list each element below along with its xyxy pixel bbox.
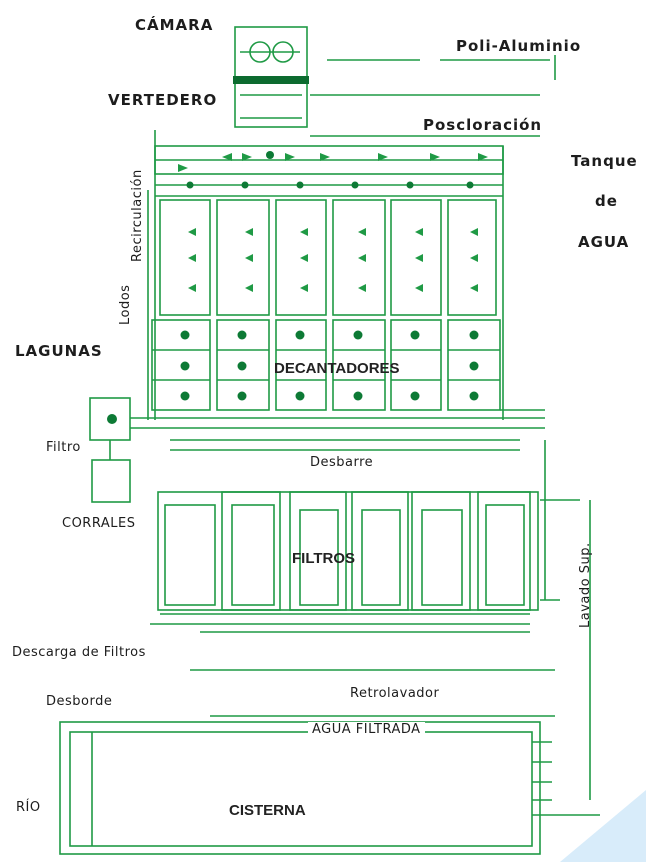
label-lavado-sup: Lavado Sup. [578, 542, 593, 628]
settler-columns [159, 199, 497, 316]
label-poli-aluminio: Poli-Aluminio [456, 37, 582, 55]
cisterna-outer [59, 721, 541, 855]
label-de: de [595, 192, 618, 210]
label-recirculacion: Recirculación [130, 169, 145, 262]
label-agua: AGUA [578, 233, 630, 251]
label-tanque: Tanque [571, 152, 638, 170]
settler-cells [151, 319, 501, 411]
label-vertedero: VERTEDERO [108, 91, 218, 109]
label-retrolavador: Retrolavador [350, 686, 440, 701]
label-poscloracion: Poscloración [423, 116, 543, 134]
label-cisterna: CISTERNA [229, 802, 306, 819]
label-camara: CÁMARA [135, 16, 214, 34]
label-desborde: Desborde [46, 694, 113, 709]
label-desbarre: Desbarre [310, 455, 374, 470]
label-lagunas: LAGUNAS [15, 342, 103, 360]
flow-arrows [178, 153, 488, 292]
label-corrales: CORRALES [62, 516, 136, 531]
corner-decoration [560, 790, 646, 862]
label-lodos: Lodos [118, 284, 133, 325]
label-descarga-filtros: Descarga de Filtros [12, 645, 146, 660]
label-filtro: Filtro [46, 440, 81, 455]
label-rio: RÍO [16, 800, 41, 815]
filtro-box-bottom [91, 459, 131, 503]
filter-bank [157, 491, 539, 611]
settler-dots [107, 151, 479, 424]
label-filtros: FILTROS [292, 550, 356, 567]
vertedero-bar [233, 76, 309, 84]
cisterna-inner [69, 731, 533, 847]
label-agua-filtrada: AGUA FILTRADA [308, 722, 425, 737]
label-decantadores: DECANTADORES [274, 360, 400, 377]
